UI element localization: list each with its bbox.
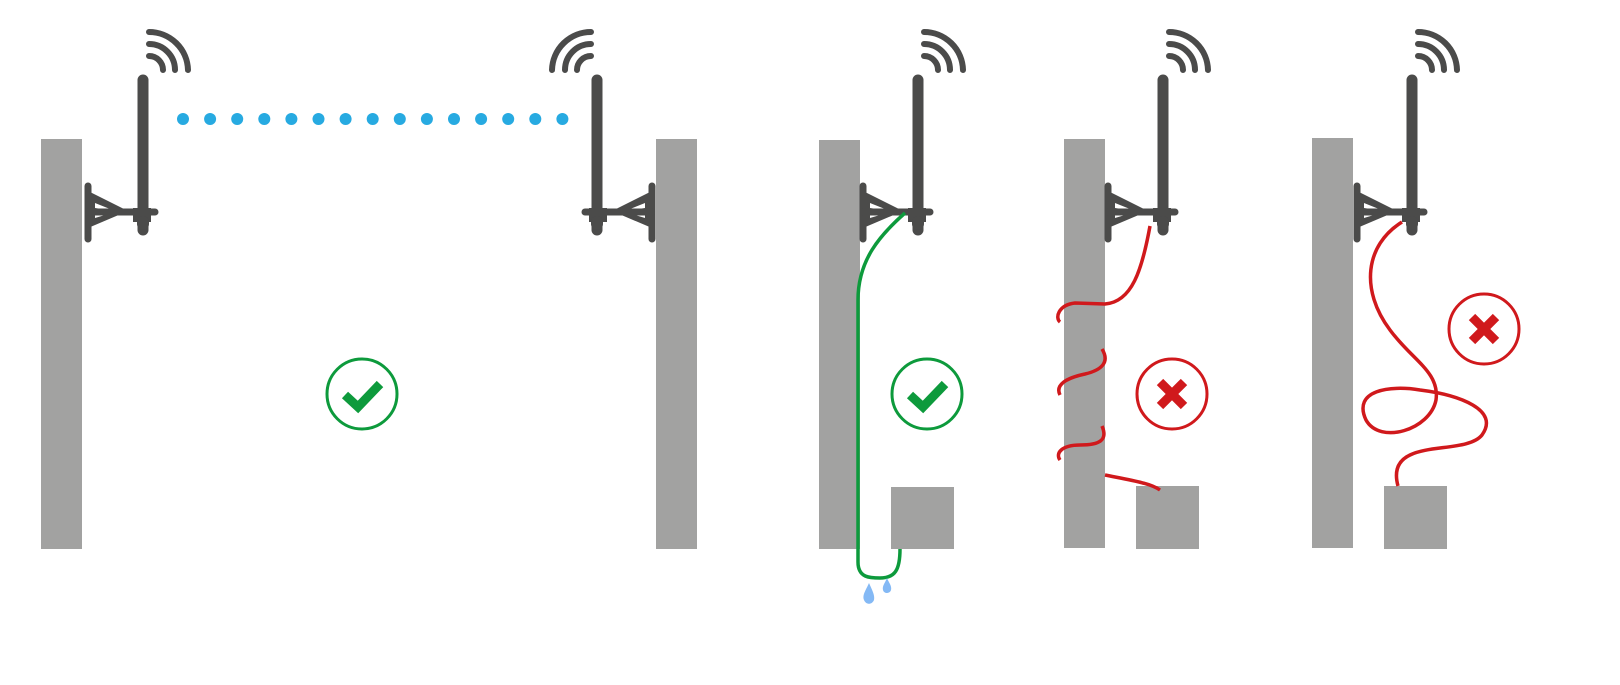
link-dot [204,113,217,125]
link-dot [420,113,433,125]
link-dot [231,113,244,125]
wireless-link-dots [177,113,569,125]
antenna-icon [1357,32,1457,239]
water-drop-icon [882,578,892,593]
antenna-icon [863,32,963,239]
link-dot [177,113,189,125]
equipment-box [891,487,954,549]
equipment-box [1136,486,1199,549]
link-dot [475,113,488,125]
check-icon [325,357,399,431]
antenna-icon [552,32,652,239]
link-dot [556,113,569,125]
link-dot [339,113,352,125]
panel-cable-wrapped-around-pole [1056,32,1209,549]
link-dot [529,113,542,125]
link-dot [502,113,515,125]
panel-cable-loose-loops [1312,32,1521,549]
link-dot [312,113,325,125]
link-dot [285,113,298,125]
cross-icon [1447,292,1521,366]
antenna-icon [1108,32,1208,239]
link-dot [366,113,379,125]
cross-icon [1135,357,1209,431]
pole [1064,139,1105,548]
link-dot [448,113,460,125]
pole [1312,138,1353,548]
panel-cable-with-drip-loop [819,32,963,604]
pole-right [656,139,697,549]
water-drop-icon [863,583,875,604]
cable-loose [1361,220,1489,487]
cable-wrapped [1056,225,1162,492]
cable-drip-loop [856,211,907,580]
antenna-icon [88,32,188,239]
check-icon [890,357,964,431]
link-dot [258,113,271,125]
panel-point-to-point-link [41,32,697,549]
pole-left [41,139,82,549]
link-dot [393,113,406,125]
pole [819,140,860,549]
equipment-box [1384,486,1447,549]
